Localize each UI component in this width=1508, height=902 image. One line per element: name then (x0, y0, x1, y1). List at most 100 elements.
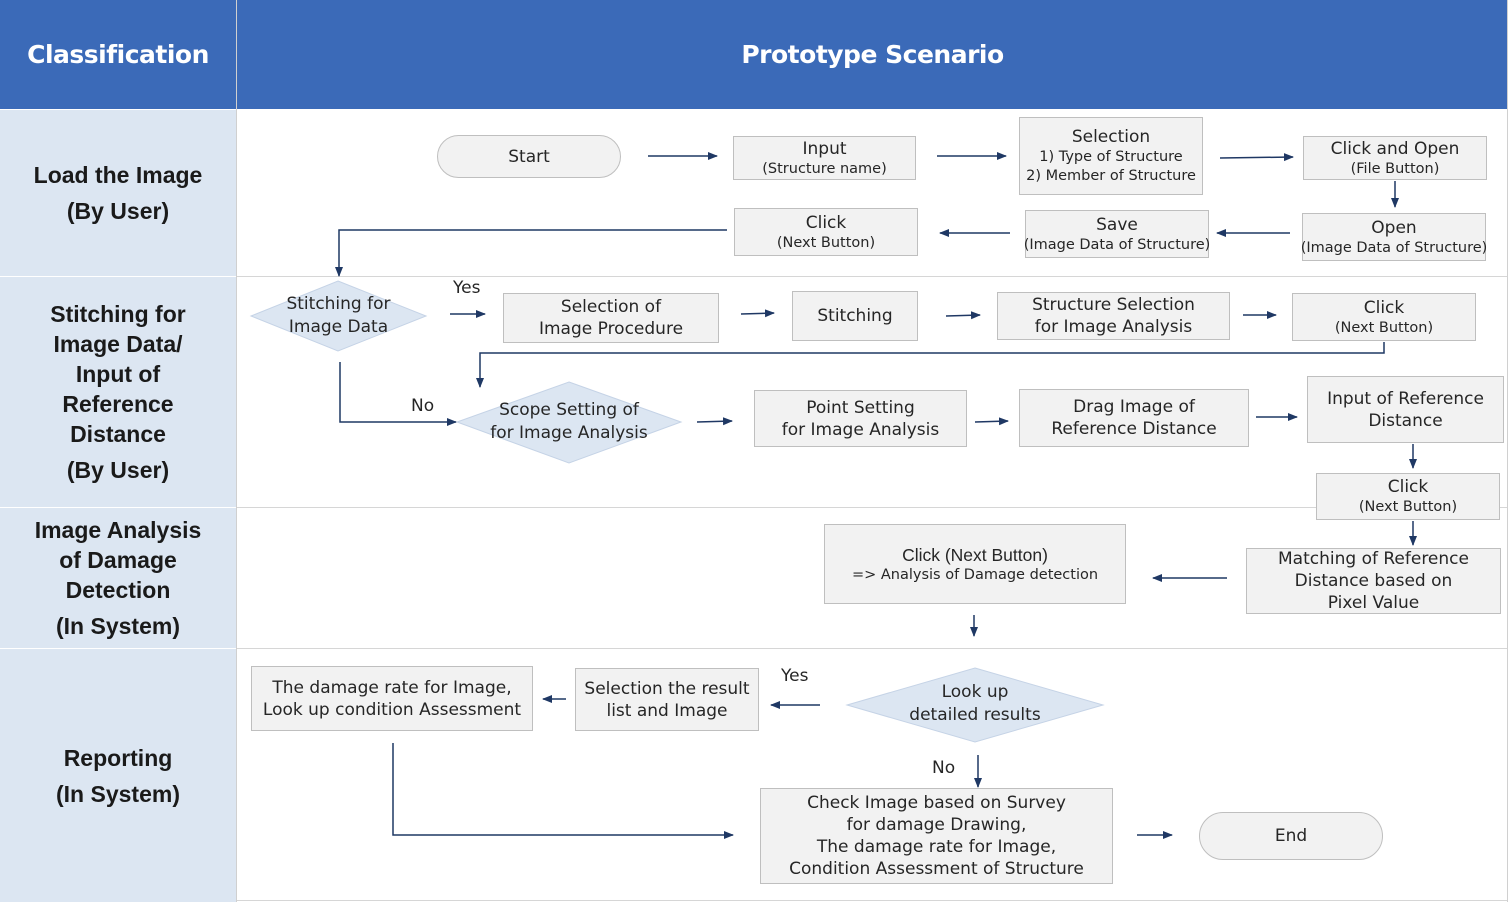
selection-line1: Selection (1071, 127, 1151, 147)
lane-analysis-line2: of Damage (59, 547, 177, 573)
click-next-2-line2: (Next Button) (1334, 319, 1434, 336)
lane-stitch-line3: Input of (75, 361, 161, 387)
structure-selection-line2: for Image Analysis (1034, 317, 1193, 337)
click-next-1-line2: (Next Button) (776, 234, 876, 251)
click-next-3-line2: (Next Button) (1358, 499, 1458, 515)
matching-line3: Pixel Value (1327, 593, 1420, 613)
selection-result-box: Selection the result list and Image (575, 668, 759, 731)
no-label-2: No (932, 758, 956, 778)
lane-separator (237, 900, 1508, 901)
scope-setting-line2: for Image Analysis (490, 423, 648, 443)
label-separator (0, 648, 236, 649)
check-image-line2: for damage Drawing, (846, 815, 1027, 835)
structure-selection-box: Structure Selection for Image Analysis (997, 292, 1230, 340)
arrow-scope-point (696, 417, 733, 426)
lookup-decision-line1: Look up (941, 682, 1009, 702)
yes-label-2: Yes (781, 666, 809, 686)
damage-rate-line1: The damage rate for Image, (272, 677, 512, 698)
open-line2: (Image Data of Structure) (1300, 239, 1488, 256)
selection-procedure-line1: Selection of (560, 297, 662, 317)
lane-load-image: Load the Image (By User) (0, 110, 236, 276)
scope-decision-diamond (455, 381, 683, 464)
save-image-box: Save (Image Data of Structure) (1023, 210, 1211, 258)
lane-load-line1: Load the Image (33, 162, 203, 188)
lane-stitch-line5: Distance (70, 421, 166, 447)
check-image-line4: Condition Assessment of Structure (789, 859, 1084, 879)
stitching-label: Stitching (817, 306, 893, 326)
lane-separator (237, 648, 1508, 649)
input-reference-box: Input of Reference Distance (1307, 376, 1504, 443)
lookup-decision-text: Look up detailed results (847, 678, 1103, 730)
click-next-3-line1: Click (1387, 477, 1429, 497)
lane-load-line2: (By User) (66, 198, 170, 224)
lane-stitch-line4: Reference (62, 391, 174, 417)
selection-structure-box: Selection 1) Type of Structure 2) Member… (1019, 117, 1203, 195)
scope-setting-text: Scope Setting of for Image Analysis (457, 396, 681, 448)
arrow-click-stitchdecision (335, 229, 727, 277)
selection-line3: 2) Member of Structure (1026, 168, 1196, 184)
open-image-box: Open (Image Data of Structure) (1300, 213, 1488, 261)
click-analysis-line2: => Analysis of Damage detection (851, 566, 1099, 583)
lane-analysis-line1: Image Analysis (34, 517, 202, 543)
scenario-header-text: Prototype Scenario (741, 40, 1004, 69)
click-next-box-3: Click (Next Button) (1316, 473, 1500, 520)
arrow-procedure-stitching (740, 309, 775, 318)
stitching-box: Stitching (792, 291, 918, 341)
input-reference-line2: Distance (1368, 410, 1443, 431)
classification-header-text: Classification (27, 40, 209, 69)
lane-stitch-line1: Stitching for (50, 301, 186, 327)
label-separator (0, 507, 236, 508)
drag-image-line1: Drag Image of (1073, 397, 1195, 417)
lane-stitch-line2: Image Data/ (53, 331, 183, 357)
column-divider (236, 0, 237, 902)
click-next-2-line1: Click (1363, 297, 1405, 318)
arrow-selection-clickopen (1219, 153, 1294, 162)
scope-setting-line1: Scope Setting of (499, 400, 639, 420)
lane-reporting: Reporting (In System) (0, 649, 236, 902)
drag-image-box: Drag Image of Reference Distance (1019, 389, 1249, 447)
input-structure-box: Input (Structure name) (733, 136, 916, 180)
stitch-decision-line1: Stitching for (286, 294, 391, 314)
damage-rate-box: The damage rate for Image, Look up condi… (251, 666, 533, 731)
selection-line2: 1) Type of Structure (1039, 149, 1183, 165)
arrow-point-drag (974, 417, 1009, 426)
point-setting-line1: Point Setting (806, 397, 915, 418)
stitch-decision-line2: Image Data (288, 317, 389, 337)
end-label: End (1274, 826, 1308, 846)
lookup-decision-diamond (845, 667, 1105, 743)
arrow-stitching-structure (945, 311, 981, 320)
click-open-box: Click and Open (File Button) (1303, 136, 1487, 180)
arrow-click-scope (476, 342, 1385, 388)
lane-image-analysis: Image Analysis of Damage Detection (In S… (0, 508, 236, 648)
no-label-1: No (411, 396, 435, 416)
classification-header: Classification (0, 0, 236, 109)
click-next-1-line1: Click (805, 212, 847, 233)
save-line1: Save (1096, 214, 1138, 235)
lane-report-line2: (In System) (56, 780, 180, 807)
label-separator (0, 276, 236, 277)
check-image-line3: The damage rate for Image, (816, 837, 1057, 857)
matching-line1: Matching of Reference (1278, 549, 1469, 569)
lane-stitch-line6: (By User) (66, 457, 170, 483)
lane-report-line1: Reporting (63, 744, 173, 771)
selection-procedure-box: Selection of Image Procedure (503, 293, 719, 343)
start-label: Start (508, 146, 550, 167)
lane-separator (237, 507, 1508, 508)
structure-selection-line1: Structure Selection (1032, 295, 1195, 315)
click-next-box-2: Click (Next Button) (1292, 293, 1476, 341)
save-line2: (Image Data of Structure) (1023, 236, 1211, 253)
click-analysis-line1: Click (Next Button) (902, 544, 1048, 565)
point-setting-line2: for Image Analysis (781, 419, 940, 440)
lookup-decision-line2: detailed results (909, 705, 1041, 725)
damage-rate-line2: Look up condition Assessment (262, 699, 522, 720)
lane-analysis-line4: (In System) (56, 613, 180, 639)
selection-result-line1: Selection the result (584, 678, 750, 699)
check-image-box: Check Image based on Survey for damage D… (760, 788, 1113, 884)
input-line1: Input (802, 138, 847, 159)
click-analysis-box: Click (Next Button) => Analysis of Damag… (824, 524, 1126, 604)
stitch-decision-diamond (249, 280, 428, 352)
check-image-line1: Check Image based on Survey (807, 793, 1066, 813)
end-terminal: End (1199, 812, 1383, 860)
matching-reference-box: Matching of Reference Distance based on … (1246, 548, 1501, 614)
arrow-damagerate-checkimage (392, 743, 734, 839)
